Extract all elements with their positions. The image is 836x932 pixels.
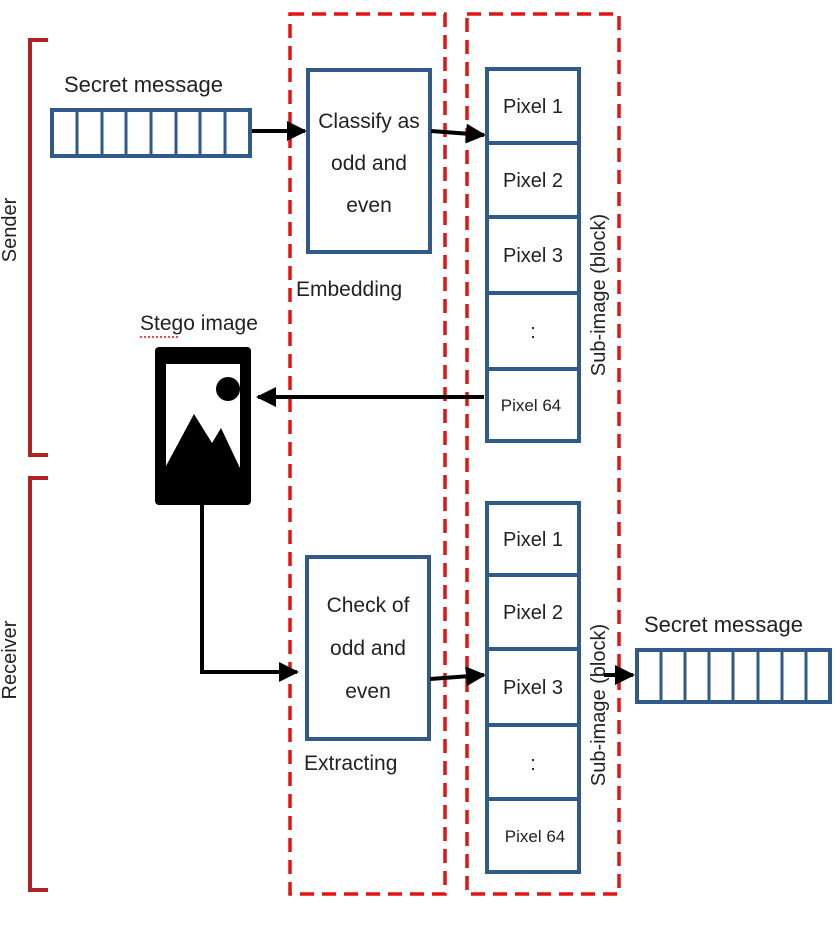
check-line-1: Check of xyxy=(327,594,410,617)
sender-pixel-64: Pixel 64 xyxy=(501,396,561,415)
sender-section-label: Sender xyxy=(0,197,21,262)
receiver-section-label: Receiver xyxy=(0,620,21,699)
receiver-pixel-1: Pixel 1 xyxy=(503,529,563,551)
arrow-classify-to-block xyxy=(430,123,486,144)
check-box xyxy=(305,555,431,741)
stego-image-label: Stego image xyxy=(140,312,258,335)
embedding-label: Embedding xyxy=(296,278,402,301)
sender-secret-message-bits xyxy=(50,108,252,158)
receiver-pixel-ellipsis: : xyxy=(530,753,536,775)
receiver-pixel-3: Pixel 3 xyxy=(503,677,563,699)
block-dashed-region xyxy=(465,12,621,896)
receiver-secret-message-label: Secret message xyxy=(644,612,803,637)
sender-secret-message-label: Secret message xyxy=(64,72,223,97)
classify-line-1: Classify as xyxy=(318,110,420,133)
sender-pixel-1: Pixel 1 xyxy=(503,96,563,118)
arrow-check-to-block xyxy=(429,666,486,687)
classify-line-3: even xyxy=(346,194,392,217)
receiver-pixel-block xyxy=(485,501,581,874)
sender-pixel-3: Pixel 3 xyxy=(503,245,563,267)
receiver-secret-message-bits xyxy=(635,648,832,704)
classify-line-2: odd and xyxy=(331,152,407,175)
image-icon xyxy=(155,347,251,505)
sender-bracket xyxy=(28,38,48,457)
receiver-pixel-2: Pixel 2 xyxy=(503,602,563,624)
receiver-block-label: Sub-image (block) xyxy=(588,624,610,786)
classify-box xyxy=(306,68,432,254)
check-line-3: even xyxy=(345,680,391,703)
arrow-stego-to-check xyxy=(200,505,299,682)
receiver-pixel-64: Pixel 64 xyxy=(505,827,565,846)
sender-pixel-ellipsis: : xyxy=(530,321,536,343)
sender-block-label: Sub-image (block) xyxy=(588,214,610,376)
sender-pixel-block xyxy=(485,67,581,443)
sender-pixel-2: Pixel 2 xyxy=(503,170,563,192)
receiver-bracket xyxy=(28,476,48,892)
extracting-label: Extracting xyxy=(304,752,397,775)
process-dashed-region xyxy=(288,12,447,896)
check-line-2: odd and xyxy=(330,637,406,660)
